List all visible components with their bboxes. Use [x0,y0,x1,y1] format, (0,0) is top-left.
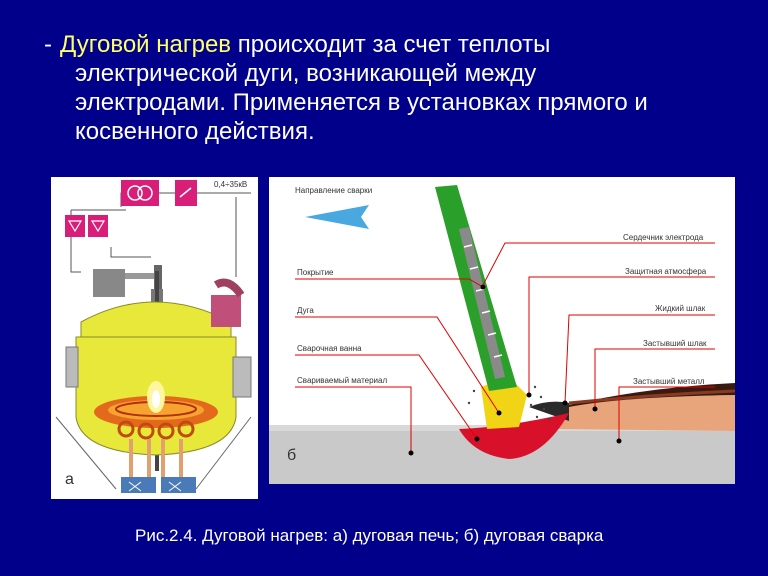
label-weld-pool: Сварочная ванна [297,344,362,353]
direction-label: Направление сварки [295,186,372,195]
label-base-material: Свариваемый материал [297,376,387,385]
thyristor-block-left [65,215,85,237]
label-liquid-slag: Жидкий шлак [655,304,706,313]
bullet-line-3: электродами. Применяется в установках пр… [75,89,648,116]
thyristor-block-right [88,215,108,237]
furnace-lid [80,301,232,338]
label-arc: Дуга [297,306,314,315]
label-coating: Покрытие [297,268,334,277]
arc-welding-diagram: Направление сварки Покрытие Дуга [269,185,735,484]
bullet-line-2: электрической дуги, возникающей между [75,60,537,87]
transformer-block [121,180,159,206]
panel-a-letter: а [65,471,74,488]
arc-furnace-figure: 0,4÷35кВ [51,177,258,499]
bullet-paragraph: - Дуговой нагрев происходит за счет тепл… [40,30,740,146]
figure-caption: Рис.2.4. Дуговой нагрев: а) дуговая печь… [135,526,604,545]
label-solid-slag: Застывший шлак [643,339,707,348]
solidified-metal [559,395,735,431]
bullet-term: Дуговой нагрев [60,31,232,58]
bullet-line-4: косвенного действия. [75,118,315,145]
electrode-holder [93,269,125,297]
arc-welding-figure: Направление сварки Покрытие Дуга [269,177,735,484]
label-electrode-core: Сердечник электрода [623,233,704,242]
label-solid-metal: Застывший металл [633,377,705,386]
electrode-core [459,227,505,379]
bullet-line-1-text: происходит за счет теплоты [231,31,551,58]
inductor-coils [117,420,195,440]
direction-arrow [305,205,369,229]
voltage-label: 0,4÷35кВ [214,180,247,189]
arc-furnace-diagram: 0,4÷35кВ [55,180,252,493]
panel-b-letter: б [287,447,296,464]
weld-pool [459,413,569,459]
bullet-line-1: Дуговой нагрев происходит за счет теплот… [40,30,740,59]
bullet-dash: - [44,31,52,58]
label-shield-gas: Защитная атмосфера [625,267,707,276]
